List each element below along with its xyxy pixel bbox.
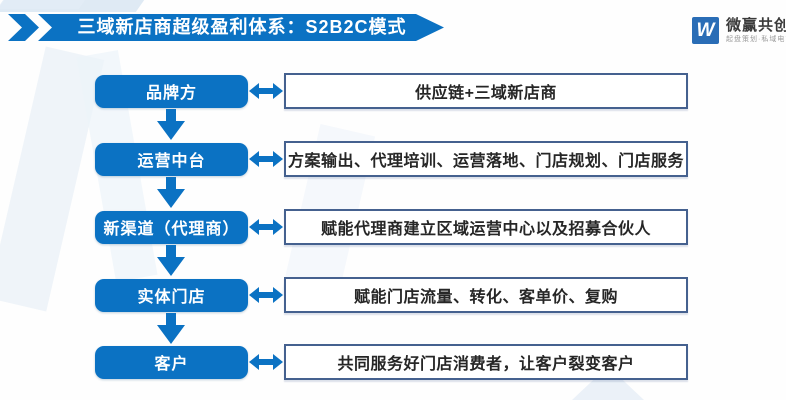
stage-box: 品牌方 <box>95 74 248 108</box>
down-arrow-icon <box>157 313 185 344</box>
detail-box: 赋能代理商建立区域运营中心以及招募合伙人 <box>284 209 688 245</box>
flow-row: 客户 共同服务好门店消费者，让客户裂变客户 <box>95 344 688 380</box>
logo-monogram: W <box>696 19 715 41</box>
logo-tagline: 起盘策划·私域电商 <box>726 36 786 43</box>
double-arrow-icon <box>249 287 283 303</box>
title-banner: 三域新店商超级盈利体系：S2B2C模式 <box>8 14 445 41</box>
double-arrow-icon <box>249 219 283 235</box>
stage-box: 新渠道（代理商） <box>95 210 248 244</box>
down-arrow-icon <box>157 245 185 276</box>
detail-box: 供应链+三域新店商 <box>284 73 688 109</box>
flow-row: 品牌方 供应链+三域新店商 <box>95 73 688 109</box>
brand-logo: W 微赢共创 起盘策划·私域电商 <box>692 17 786 44</box>
down-arrow-icon <box>157 109 185 140</box>
double-arrow-icon <box>249 83 283 99</box>
flow-row: 运营中台 方案输出、代理培训、运营落地、门店规划、门店服务 <box>95 141 688 177</box>
flow-row: 新渠道（代理商） 赋能代理商建立区域运营中心以及招募合伙人 <box>95 209 688 245</box>
stage-box: 运营中台 <box>95 142 248 176</box>
page-title: 三域新店商超级盈利体系：S2B2C模式 <box>77 17 407 37</box>
double-arrow-icon <box>249 354 283 370</box>
down-arrow-icon <box>157 177 185 208</box>
logo-text: 微赢共创 起盘策划·私域电商 <box>726 17 786 44</box>
detail-box: 共同服务好门店消费者，让客户裂变客户 <box>284 344 688 380</box>
double-arrow-icon <box>249 151 283 167</box>
detail-box: 赋能门店流量、转化、客单价、复购 <box>284 277 688 313</box>
logo-name: 微赢共创 <box>726 17 786 34</box>
detail-box: 方案输出、代理培训、运营落地、门店规划、门店服务 <box>284 141 688 177</box>
stage-box: 实体门店 <box>95 278 248 312</box>
logo-w-icon: W <box>692 17 719 44</box>
flow-row: 实体门店 赋能门店流量、转化、客单价、复购 <box>95 277 688 313</box>
banner-ribbon-shape <box>8 14 444 41</box>
stage-box: 客户 <box>95 345 248 379</box>
